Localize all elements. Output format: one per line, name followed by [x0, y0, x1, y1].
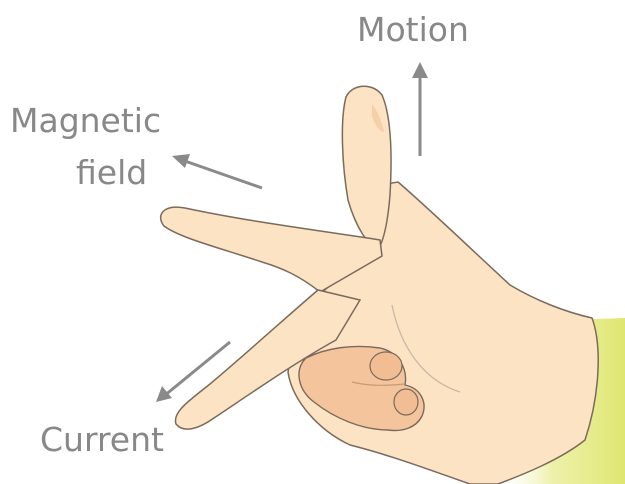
label-magnetic: Magnetic	[10, 101, 161, 141]
fingertip-ring	[370, 352, 402, 380]
fingertip-little	[394, 389, 418, 415]
label-field: field	[76, 153, 147, 193]
label-motion: Motion	[357, 10, 469, 50]
thumb	[342, 86, 391, 250]
arrow-up-icon	[412, 62, 428, 156]
arrow-up-left-icon	[172, 154, 262, 188]
label-current: Current	[40, 420, 164, 460]
